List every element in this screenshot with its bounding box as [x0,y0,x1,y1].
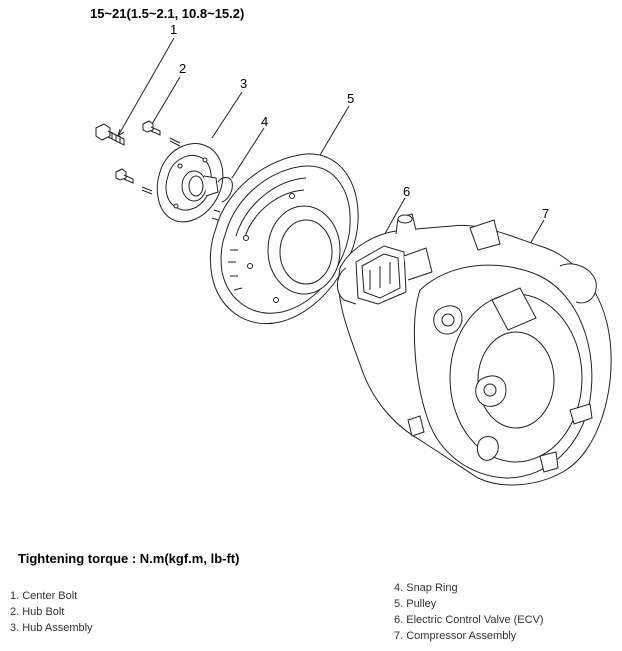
leader-line-2 [152,77,180,124]
snap-ring [212,178,232,221]
callout-4: 4 [261,114,269,129]
hub-assembly [157,144,223,222]
center-bolt [96,124,124,145]
hub-bolts [116,121,180,194]
exploded-diagram: 15~21(1.5~2.1, 10.8~15.2) 1 2 3 4 5 6 7 [0,0,622,510]
pulley [210,154,358,324]
callout-5: 5 [347,91,355,106]
leader-line-1 [118,38,174,136]
legend-item-hub-assembly: 3. Hub Assembly [10,622,93,634]
ecv-connector [356,246,432,304]
leader-line-4 [232,128,264,178]
tightening-torque-title: Tightening torque : N.m(kgf.m, lb-ft) [18,551,240,566]
torque-spec-label: 15~21(1.5~2.1, 10.8~15.2) [90,6,245,21]
legend-item-hub-bolt: 2. Hub Bolt [10,606,65,618]
callout-6: 6 [403,184,411,199]
compressor-body [337,214,611,485]
compressor-exploded-view [0,0,622,510]
legend-item-ecv: 6. Electric Control Valve (ECV) [394,614,544,626]
callout-1: 1 [170,22,178,37]
legend-item-snap-ring: 4. Snap Ring [394,582,458,594]
legend-item-compressor-assembly: 7. Compressor Assembly [394,630,517,642]
leader-line-5 [320,106,349,155]
leader-line-3 [212,92,242,138]
legend-right-column: 4. Snap Ring 5. Pulley 6. Electric Contr… [394,580,544,644]
callout-2: 2 [179,61,187,76]
legend-left-column: 1. Center Bolt 2. Hub Bolt 3. Hub Assemb… [10,588,93,636]
legend-item-pulley: 5. Pulley [394,598,437,610]
leader-arrow-1 [118,129,124,136]
callout-3: 3 [240,76,248,91]
legend-item-center-bolt: 1. Center Bolt [10,590,78,602]
callout-7: 7 [542,206,550,221]
